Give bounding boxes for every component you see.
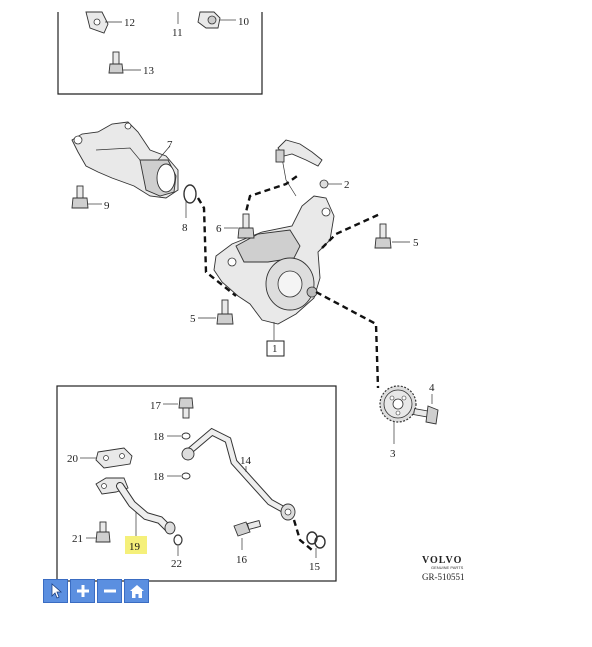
svg-text:VOLVO: VOLVO [422, 555, 462, 566]
part-14-oil-pipe [181, 427, 296, 521]
zoom-in-icon [76, 585, 89, 597]
part-18-o-ring-upper [181, 432, 191, 440]
part-1-oil-pump [213, 139, 335, 325]
label-16: 16 [236, 554, 248, 566]
part-9-bolt [71, 185, 89, 209]
part-20-gasket [95, 447, 133, 469]
label-5-right: 5 [413, 237, 419, 249]
label-4: 4 [429, 382, 435, 394]
label-14: 14 [240, 455, 252, 467]
part-2-plug [319, 179, 329, 189]
label-19: 19 [129, 541, 141, 553]
label-20: 20 [67, 453, 79, 465]
label-17: 17 [150, 400, 162, 412]
label-13: 13 [143, 65, 155, 77]
cursor-icon [51, 583, 62, 599]
dashed-path-15 [292, 519, 313, 551]
label-11: 11 [172, 27, 183, 39]
label-19-highlight [125, 536, 147, 554]
part-13-bolt [108, 51, 124, 74]
part-5-bolt-left [216, 299, 234, 325]
dashed-path-3 [315, 290, 380, 389]
part-22-o-ring [173, 534, 183, 546]
part-10-fitting [197, 11, 221, 29]
dashed-path-6 [242, 173, 301, 221]
part-18-o-ring-lower [181, 472, 191, 480]
label-3: 3 [390, 448, 396, 460]
part-3-sprocket [379, 385, 417, 423]
part-16-bolt [233, 519, 262, 537]
home-icon [129, 584, 144, 598]
part-21-bolt [95, 521, 111, 543]
zoom-out-button[interactable] [97, 579, 122, 603]
label-1-box [266, 340, 285, 357]
dashed-path-5r [321, 212, 381, 249]
label-21: 21 [72, 533, 83, 545]
label-1: 1 [272, 343, 278, 355]
label-2: 2 [344, 179, 350, 191]
label-15: 15 [309, 561, 321, 573]
volvo-logo: VOLVO GENUINE PARTS [422, 555, 464, 570]
part-17-bolt [178, 397, 194, 419]
label-5-left: 5 [190, 313, 196, 325]
label-10: 10 [238, 16, 250, 28]
part-5-bolt-right [374, 223, 392, 249]
part-19-pickup-pipe [95, 477, 176, 535]
part-8-o-ring [183, 184, 197, 204]
part-4-bolt [413, 405, 439, 425]
svg-text:GENUINE PARTS: GENUINE PARTS [431, 565, 464, 570]
reset-view-button[interactable] [124, 579, 149, 603]
label-12: 12 [124, 17, 135, 29]
top-inset-frame [57, 12, 263, 95]
zoom-out-icon [103, 589, 116, 593]
part-15-seals [306, 531, 326, 549]
label-7: 7 [167, 139, 173, 151]
part-6-bolt [237, 213, 255, 239]
diagram-reference: GR-510551 [422, 572, 465, 582]
label-18-upper: 18 [153, 431, 165, 443]
zoom-toolbar [43, 579, 149, 603]
label-8: 8 [182, 222, 188, 234]
label-6: 6 [216, 223, 222, 235]
label-18-lower: 18 [153, 471, 165, 483]
zoom-in-button[interactable] [70, 579, 95, 603]
label-9: 9 [104, 200, 110, 212]
part-12-bracket [85, 11, 109, 34]
label-22: 22 [171, 558, 182, 570]
part-7-intake-pipe [71, 121, 179, 199]
bottom-inset-frame [56, 385, 337, 582]
select-tool-button[interactable] [43, 579, 68, 603]
dashed-path-8 [196, 197, 237, 297]
